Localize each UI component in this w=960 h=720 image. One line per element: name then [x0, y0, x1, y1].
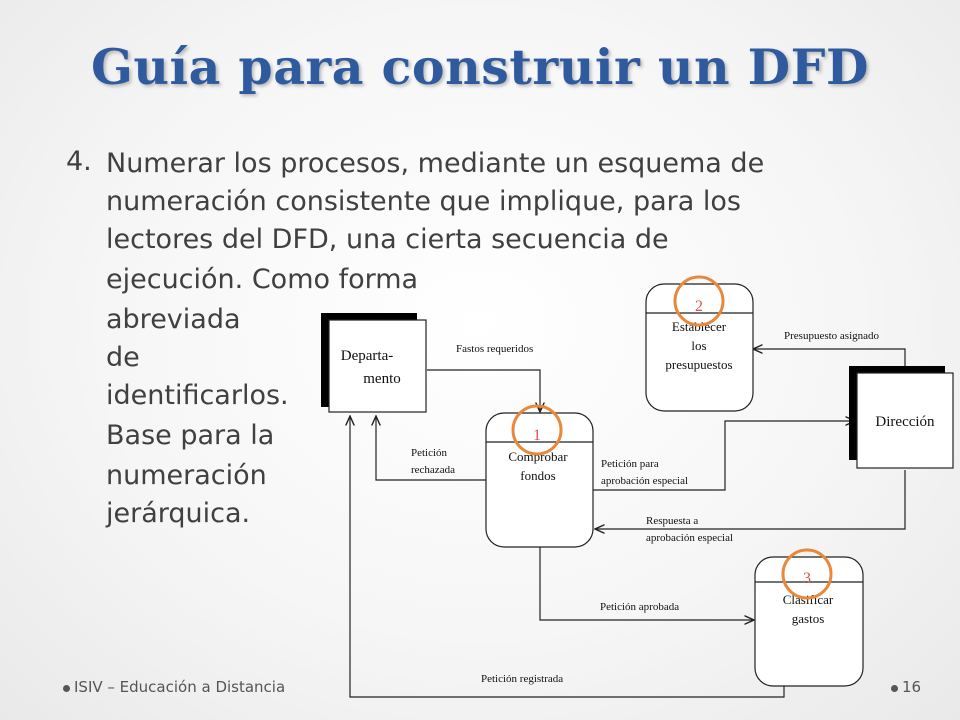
footer-left-text: ISIV – Educación a Distancia — [74, 678, 286, 696]
flow-label: Petición registrada — [481, 673, 563, 685]
flow-label: aprobación especial — [646, 532, 733, 544]
body-line: Base para la — [106, 420, 275, 451]
process-number: 2 — [695, 298, 703, 315]
flow-peticion-aprobada — [539, 547, 754, 620]
flow-label: aprobación especial — [601, 475, 688, 487]
flow-presupuesto-asignado — [753, 349, 906, 372]
body-line: lectores del DFD, una cierta secuencia d… — [106, 224, 669, 255]
dfd-flows — [350, 349, 906, 698]
body-line: jerárquica. — [106, 498, 251, 529]
body-line: de — [106, 342, 140, 373]
footer-bullet — [63, 685, 70, 692]
body-line: abreviada — [106, 304, 241, 335]
process-label: Clasificar — [783, 592, 834, 607]
flow-label: Fastos requeridos — [456, 343, 533, 355]
process-number-highlight — [781, 548, 833, 600]
flow-peticion-rechazada — [376, 416, 486, 481]
flow-label: Petición para — [601, 458, 659, 470]
flow-peticion-registrada — [350, 416, 785, 698]
entity-departamento-label: mento — [363, 371, 401, 387]
flow-respuesta-aprobacion-especial — [595, 470, 906, 529]
entity-departamento-label: Departa- — [341, 348, 393, 364]
process-comprobar-fondos: Comprobar fondos 1 — [485, 404, 594, 548]
entity-direccion: Dirección — [849, 366, 954, 469]
page-number: 16 — [902, 678, 922, 696]
footer-bullet — [891, 685, 898, 692]
process-number: 3 — [803, 570, 811, 587]
flow-label: Petición aprobada — [600, 601, 679, 613]
process-number-highlight — [673, 275, 725, 327]
body-line: Numerar los procesos, mediante un esquem… — [106, 148, 765, 179]
process-label: Establecer — [672, 319, 727, 334]
process-establecer-presupuestos: Establecer los presupuestos 2 — [645, 275, 754, 412]
process-number-highlight — [511, 404, 563, 456]
item-number: 4. — [66, 146, 92, 177]
process-label: fondos — [520, 468, 555, 483]
body-line: identificarlos. — [106, 380, 289, 411]
body-line: numeración — [106, 460, 267, 491]
flow-peticion-aprobacion-especial — [593, 421, 855, 491]
process-label: Comprobar — [508, 449, 568, 464]
body-line: numeración consistente que implique, par… — [106, 186, 741, 217]
entity-departamento: Departa- mento — [321, 313, 427, 413]
dfd-flow-labels: Fastos requeridos Presupuesto asignado P… — [411, 330, 880, 685]
process-clasificar-gastos: Clasificar gastos 3 — [754, 548, 864, 687]
flow-fastos-requeridos — [427, 369, 540, 412]
process-label: presupuestos — [665, 357, 732, 372]
process-number: 1 — [533, 427, 541, 444]
body-line: ejecución. Como forma — [106, 264, 419, 295]
entity-direccion-label: Dirección — [875, 414, 935, 430]
flow-label: rechazada — [411, 464, 455, 476]
flow-label: Respuesta a — [646, 515, 698, 527]
process-label: los — [691, 338, 706, 353]
slide-title: Guía para construir un DFD — [91, 38, 869, 96]
flow-label: Presupuesto asignado — [784, 330, 880, 342]
process-label: gastos — [792, 611, 825, 626]
flow-label: Petición — [411, 447, 448, 459]
